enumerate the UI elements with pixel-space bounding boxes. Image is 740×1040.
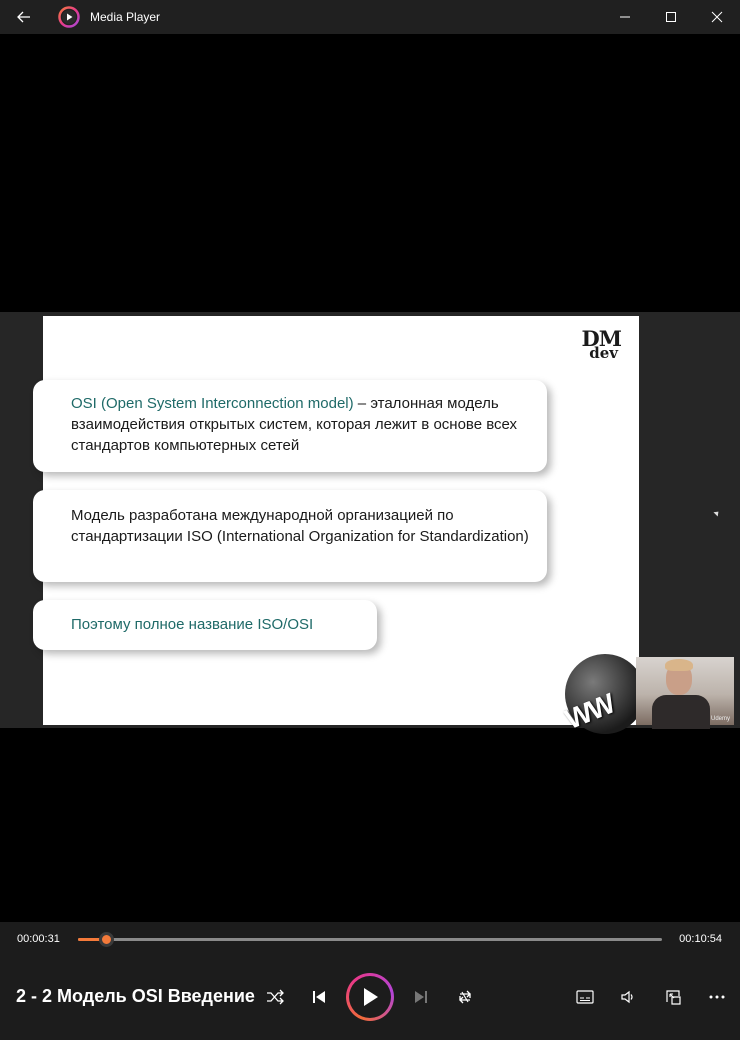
maximize-button[interactable]	[648, 0, 694, 34]
media-title: 2 - 2 Модель OSI Введение	[16, 986, 255, 1006]
more-icon	[709, 995, 725, 999]
seek-progress	[78, 938, 106, 941]
mini-view-button[interactable]	[658, 984, 688, 1010]
presentation-slide: DM dev OSI (Open System Interconnection …	[33, 316, 639, 725]
volume-icon	[621, 990, 633, 1004]
back-button[interactable]	[0, 0, 48, 34]
person-body	[652, 695, 710, 729]
slide-full-name-text: Поэтому полное название ISO/OSI	[71, 616, 314, 633]
window-title: Media Player	[90, 10, 161, 24]
slide-text-box-iso: Модель разработана международной организ…	[33, 490, 547, 582]
previous-icon	[313, 991, 325, 1003]
shuffle-button[interactable]	[260, 984, 290, 1010]
total-duration: 00:10:54	[679, 933, 722, 945]
previous-button[interactable]	[304, 984, 334, 1010]
slide-definition-text: – эталонная модель взаимодействия открыт…	[71, 395, 518, 454]
media-player-icon	[58, 6, 80, 28]
slide-text-box-osi-definition: OSI (Open System Interconnection model) …	[33, 380, 547, 472]
dm-dev-logo: DM dev	[581, 326, 622, 362]
instructor-webcam-overlay: Udemy	[636, 657, 734, 729]
close-icon	[711, 11, 723, 23]
slide-text-box-full-name: Поэтому полное название ISO/OSI	[33, 600, 377, 650]
volume-button[interactable]	[613, 984, 643, 1010]
person-hair	[665, 659, 693, 671]
current-time: 00:00:31	[17, 933, 60, 945]
close-button[interactable]	[694, 0, 740, 34]
slide-iso-text: Модель разработана международной организ…	[71, 507, 529, 545]
subtitles-icon	[576, 990, 594, 1004]
play-icon	[364, 988, 378, 1006]
webcam-watermark: Udemy	[710, 716, 730, 722]
next-icon	[415, 991, 427, 1003]
repeat-button[interactable]	[450, 984, 480, 1010]
mini-view-icon	[666, 990, 681, 1005]
shuffle-icon	[267, 989, 284, 1005]
video-surface[interactable]: DM dev OSI (Open System Interconnection …	[0, 34, 740, 922]
minimize-button[interactable]	[602, 0, 648, 34]
playback-controls-bar: 00:00:31 00:10:54 2 - 2 Модель OSI Введе…	[0, 922, 740, 1040]
next-button[interactable]	[406, 984, 436, 1010]
subtitles-button[interactable]	[570, 984, 600, 1010]
seek-bar[interactable]	[78, 932, 662, 947]
repeat-icon	[459, 990, 471, 1004]
slide-highlight-term: OSI (Open System Interconnection model)	[71, 395, 354, 412]
more-options-button[interactable]	[702, 984, 732, 1010]
www-globe-graphic: WW	[561, 654, 645, 735]
minimize-icon	[620, 16, 630, 18]
seek-thumb[interactable]	[98, 932, 114, 947]
title-bar: Media Player	[0, 0, 740, 34]
play-button[interactable]	[346, 973, 394, 1021]
maximize-icon	[666, 12, 676, 22]
back-arrow-icon	[17, 11, 30, 23]
